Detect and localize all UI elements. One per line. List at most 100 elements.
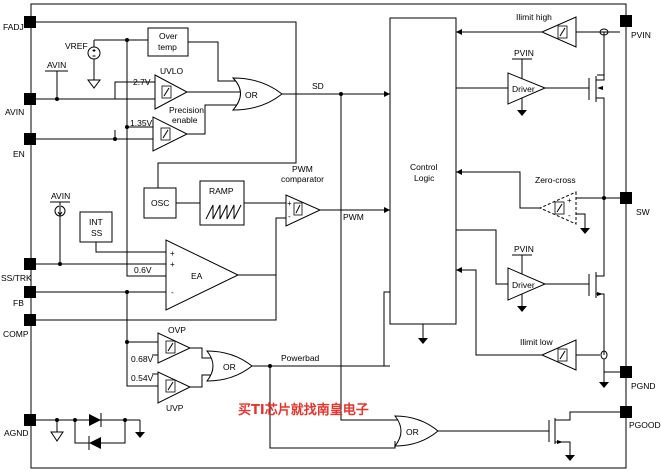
precision-label-2: enable: [172, 115, 198, 125]
control-label-2: Logic: [414, 173, 435, 183]
pin-fadj-label: FADJ: [3, 22, 24, 32]
zero-cross-ground-icon: [580, 228, 590, 234]
powerbad-label: Powerbad: [281, 353, 320, 363]
over-temp-block: Over temp: [147, 27, 189, 57]
int-ss-label-2: SS: [91, 228, 103, 238]
driver-hi-label: Driver: [512, 84, 535, 94]
pin-fadj: FADJ: [3, 16, 36, 32]
pwm-comparator: PWM comparator + -: [281, 164, 324, 227]
control-logic-block: Control Logic: [389, 17, 457, 325]
zero-cross-comparator: Zero-cross + -: [535, 175, 577, 225]
ramp-block: RAMP: [199, 180, 245, 226]
error-amplifier: EA + + -: [165, 239, 240, 311]
ovp-label: OVP: [168, 325, 186, 335]
over-temp-label-1: Over: [159, 31, 178, 41]
int-ss-label-1: INT: [89, 217, 103, 227]
diode-forward-icon: [89, 413, 102, 427]
driver-high: Driver PVIN: [507, 48, 547, 116]
pin-en-label: EN: [13, 149, 25, 159]
or-gate-pgood: OR: [393, 415, 439, 447]
agnd-pgnd-ground-icon: [135, 432, 145, 438]
vref-source: VREF: [65, 40, 101, 89]
chip-outline: [30, 3, 627, 469]
pwm-comp-minus: -: [288, 212, 291, 221]
pin-comp: COMP: [3, 314, 36, 339]
pin-agnd: AGND: [4, 414, 36, 438]
or-gate-powerbad: OR: [205, 350, 253, 382]
precision-label-1: Precision: [169, 105, 204, 115]
or-main-label: OR: [245, 90, 258, 100]
driver-low: Driver PVIN: [507, 244, 547, 312]
ilimit-low-label: Ilimit low: [520, 337, 553, 347]
int-ss-block: INT SS: [79, 211, 113, 243]
pin-fb: FB: [13, 286, 36, 308]
pin-en: EN: [13, 133, 36, 159]
pgood-mosfet: [548, 411, 620, 461]
ea-label: EA: [191, 271, 203, 281]
vref-ground-icon: [87, 79, 101, 89]
pin-pgood-label: PGOOD: [629, 420, 661, 430]
pwm-comp-label-1: PWM: [292, 164, 313, 174]
pin-pgood: PGOOD: [620, 406, 661, 430]
diode-reverse-icon: [88, 436, 101, 450]
driver-high-ground-icon: [517, 110, 527, 116]
pvin-lo-label: PVIN: [514, 244, 534, 254]
pin-fb-label: FB: [13, 298, 24, 308]
uvlo-comparator: UVLO 2.7V: [133, 66, 189, 110]
driver-lo-label: Driver: [512, 280, 535, 290]
ea-plus-1: +: [170, 249, 175, 258]
vref-label: VREF: [65, 41, 88, 51]
ilimit-low-comparator: Ilimit low: [520, 337, 577, 371]
pin-comp-label: COMP: [3, 329, 29, 339]
pin-pvin-label: PVIN: [631, 30, 651, 40]
pvin-hi-label: PVIN: [514, 48, 534, 58]
zero-cross-plus: +: [567, 196, 572, 205]
ramp-label: RAMP: [209, 186, 234, 196]
ea-minus: -: [171, 288, 174, 297]
over-temp-label-2: temp: [158, 42, 177, 52]
or-gate-main: OR: [231, 77, 283, 111]
v068-label: 0.68V: [131, 354, 154, 364]
low-side-mosfet: [588, 198, 605, 355]
v27-label: 2.7V: [133, 77, 151, 87]
pin-agnd-label: AGND: [4, 428, 29, 438]
v06-label: 0.6V: [134, 265, 152, 275]
control-label-1: Control: [410, 162, 438, 172]
pwm-comp-plus: +: [287, 199, 292, 208]
avin-mid-label: AVIN: [51, 191, 70, 201]
ea-plus-2: +: [170, 260, 175, 269]
avin-top-label: AVIN: [47, 60, 66, 70]
pwm-comp-label-2: comparator: [281, 174, 324, 184]
pin-ss-trk-label: SS/TRK: [1, 273, 32, 283]
uvp-label: UVP: [166, 403, 184, 413]
sd-label: SD: [312, 81, 324, 91]
or-pgood-label: OR: [406, 427, 419, 437]
pin-pgnd-label: PGND: [631, 381, 656, 391]
osc-label: OSC: [151, 198, 169, 208]
high-side-mosfet: [588, 32, 605, 198]
zero-cross-label: Zero-cross: [535, 175, 576, 185]
pin-ss-trk: SS/TRK: [1, 258, 36, 283]
pgnd-ground-icon: [599, 382, 609, 388]
pin-pgnd: PGND: [620, 366, 656, 391]
or-pg-label: OR: [223, 362, 236, 372]
current-source-icon: [54, 205, 66, 217]
watermark-text: 买TI芯片就找南皇电子: [238, 402, 369, 418]
pin-sw: SW: [620, 192, 650, 217]
pin-avin: AVIN: [5, 93, 36, 117]
pwm-label: PWM: [343, 212, 364, 222]
uvlo-label: UVLO: [160, 66, 184, 76]
pin-sw-label: SW: [636, 207, 650, 217]
v135-label: 1.35V: [130, 118, 153, 128]
control-ground-icon: [418, 338, 428, 344]
agnd-ground-icon: [50, 431, 64, 442]
driver-low-ground-icon: [517, 306, 527, 312]
pin-avin-label: AVIN: [5, 107, 24, 117]
precision-enable-comparator: Precision enable 1.35V: [130, 105, 204, 152]
pgood-ground-icon: [565, 455, 575, 461]
osc-block: OSC: [143, 187, 177, 219]
ilimit-high-comparator: Ilimit high: [516, 12, 577, 48]
v054-label: 0.54V: [131, 373, 154, 383]
pin-pvin: PVIN: [620, 15, 651, 40]
